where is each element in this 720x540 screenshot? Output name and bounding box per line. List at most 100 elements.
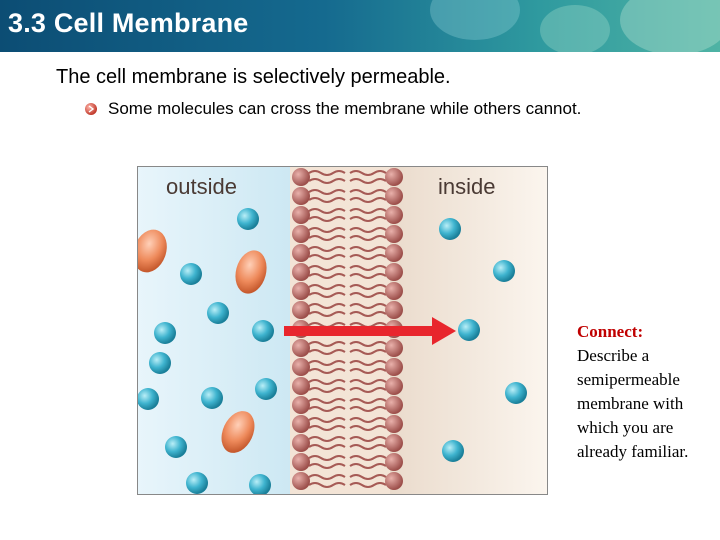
membrane-diagram: outside inside bbox=[137, 166, 548, 495]
phospholipid-head bbox=[385, 282, 403, 300]
slide-title: 3.3 Cell Membrane bbox=[8, 8, 249, 38]
phospholipid-head bbox=[385, 168, 403, 186]
large-molecule bbox=[221, 411, 255, 453]
phospholipid-head bbox=[292, 282, 310, 300]
small-molecule bbox=[186, 472, 208, 494]
connect-label: Connect: bbox=[577, 322, 644, 341]
phospholipid-tail bbox=[308, 444, 387, 450]
sphere-bullet-icon bbox=[85, 103, 97, 115]
phospholipid-tail bbox=[308, 265, 387, 271]
phospholipid-tail bbox=[308, 284, 387, 290]
phospholipid-head bbox=[385, 472, 403, 490]
phospholipid-head bbox=[292, 472, 310, 490]
small-molecule bbox=[149, 352, 171, 374]
phospholipid-tail bbox=[308, 246, 387, 252]
phospholipid-tail bbox=[308, 379, 387, 385]
phospholipid-head bbox=[292, 168, 310, 186]
small-molecule bbox=[505, 382, 527, 404]
phospholipid-head bbox=[292, 453, 310, 471]
sub-point: Some molecules can cross the membrane wh… bbox=[108, 99, 582, 118]
decor-cell-blob bbox=[540, 5, 610, 52]
phospholipid-head bbox=[385, 434, 403, 452]
phospholipid-head bbox=[385, 453, 403, 471]
phospholipid-tail bbox=[308, 436, 387, 442]
phospholipid-head bbox=[292, 377, 310, 395]
small-molecule bbox=[255, 378, 277, 400]
transport-arrow bbox=[284, 317, 456, 345]
phospholipid-tail bbox=[308, 417, 387, 423]
phospholipid-head bbox=[385, 187, 403, 205]
title-bar: 3.3 Cell Membrane bbox=[0, 0, 720, 52]
phospholipid-head bbox=[292, 301, 310, 319]
phospholipid-head bbox=[385, 225, 403, 243]
large-molecule bbox=[235, 250, 267, 294]
phospholipid-tails bbox=[308, 170, 387, 488]
phospholipid-tail bbox=[308, 482, 387, 488]
phospholipid-head bbox=[385, 263, 403, 281]
sub-bullet: Some molecules can cross the membrane wh… bbox=[84, 99, 581, 119]
phospholipid-head bbox=[292, 396, 310, 414]
phospholipid-tail bbox=[308, 216, 387, 222]
phospholipid-head bbox=[385, 301, 403, 319]
small-molecule bbox=[252, 320, 274, 342]
phospholipid-tail bbox=[308, 360, 387, 366]
phospholipid-tail bbox=[308, 387, 387, 393]
small-molecule bbox=[201, 387, 223, 409]
phospholipid-tail bbox=[308, 455, 387, 461]
small-molecule bbox=[442, 440, 464, 462]
large-molecule bbox=[138, 229, 167, 273]
connect-callout: Connect: Describe a semipermeable membra… bbox=[577, 320, 717, 464]
small-molecule bbox=[165, 436, 187, 458]
phospholipid-tail bbox=[308, 311, 387, 317]
phospholipid-tail bbox=[308, 208, 387, 214]
phospholipid-head bbox=[292, 434, 310, 452]
phospholipid-tail bbox=[308, 303, 387, 309]
arrow-shaft bbox=[284, 326, 434, 336]
phospholipid-tail bbox=[308, 463, 387, 469]
phospholipid-head bbox=[385, 396, 403, 414]
phospholipid-head bbox=[292, 415, 310, 433]
phospholipid-head bbox=[385, 339, 403, 357]
phospholipid-head bbox=[292, 339, 310, 357]
phospholipid-tail bbox=[308, 406, 387, 412]
phospholipid-tail bbox=[308, 178, 387, 184]
phospholipid-head bbox=[385, 415, 403, 433]
small-molecule bbox=[439, 218, 461, 240]
small-molecule bbox=[180, 263, 202, 285]
phospholipid-heads bbox=[292, 168, 403, 490]
small-molecule bbox=[237, 208, 259, 230]
small-molecule bbox=[458, 319, 480, 341]
phospholipid-tail bbox=[308, 292, 387, 298]
small-molecule bbox=[493, 260, 515, 282]
phospholipid-head bbox=[292, 263, 310, 281]
arrow-head bbox=[432, 317, 456, 345]
main-point: The cell membrane is selectively permeab… bbox=[56, 66, 451, 88]
decor-cell-blob bbox=[430, 0, 520, 40]
outside-label: outside bbox=[166, 174, 237, 199]
molecules bbox=[138, 208, 527, 494]
decor-cell-blob bbox=[620, 0, 720, 52]
phospholipid-head bbox=[292, 206, 310, 224]
phospholipid-tail bbox=[308, 254, 387, 260]
phospholipid-tail bbox=[308, 349, 387, 355]
phospholipid-head bbox=[385, 377, 403, 395]
connect-text: Describe a semipermeable membrane with w… bbox=[577, 346, 689, 461]
phospholipid-tail bbox=[308, 197, 387, 203]
phospholipid-head bbox=[292, 225, 310, 243]
phospholipid-tail bbox=[308, 170, 387, 176]
small-molecule bbox=[207, 302, 229, 324]
small-molecule bbox=[249, 474, 271, 494]
phospholipid-tail bbox=[308, 398, 387, 404]
small-molecule bbox=[154, 322, 176, 344]
phospholipid-tail bbox=[308, 227, 387, 233]
phospholipid-head bbox=[292, 244, 310, 262]
phospholipid-tail bbox=[308, 235, 387, 241]
phospholipid-head bbox=[292, 187, 310, 205]
phospholipid-tail bbox=[308, 368, 387, 374]
phospholipid-head bbox=[292, 358, 310, 376]
phospholipid-tail bbox=[308, 189, 387, 195]
phospholipid-tail bbox=[308, 273, 387, 279]
inside-label: inside bbox=[438, 174, 495, 199]
phospholipid-head bbox=[385, 244, 403, 262]
phospholipid-head bbox=[385, 358, 403, 376]
